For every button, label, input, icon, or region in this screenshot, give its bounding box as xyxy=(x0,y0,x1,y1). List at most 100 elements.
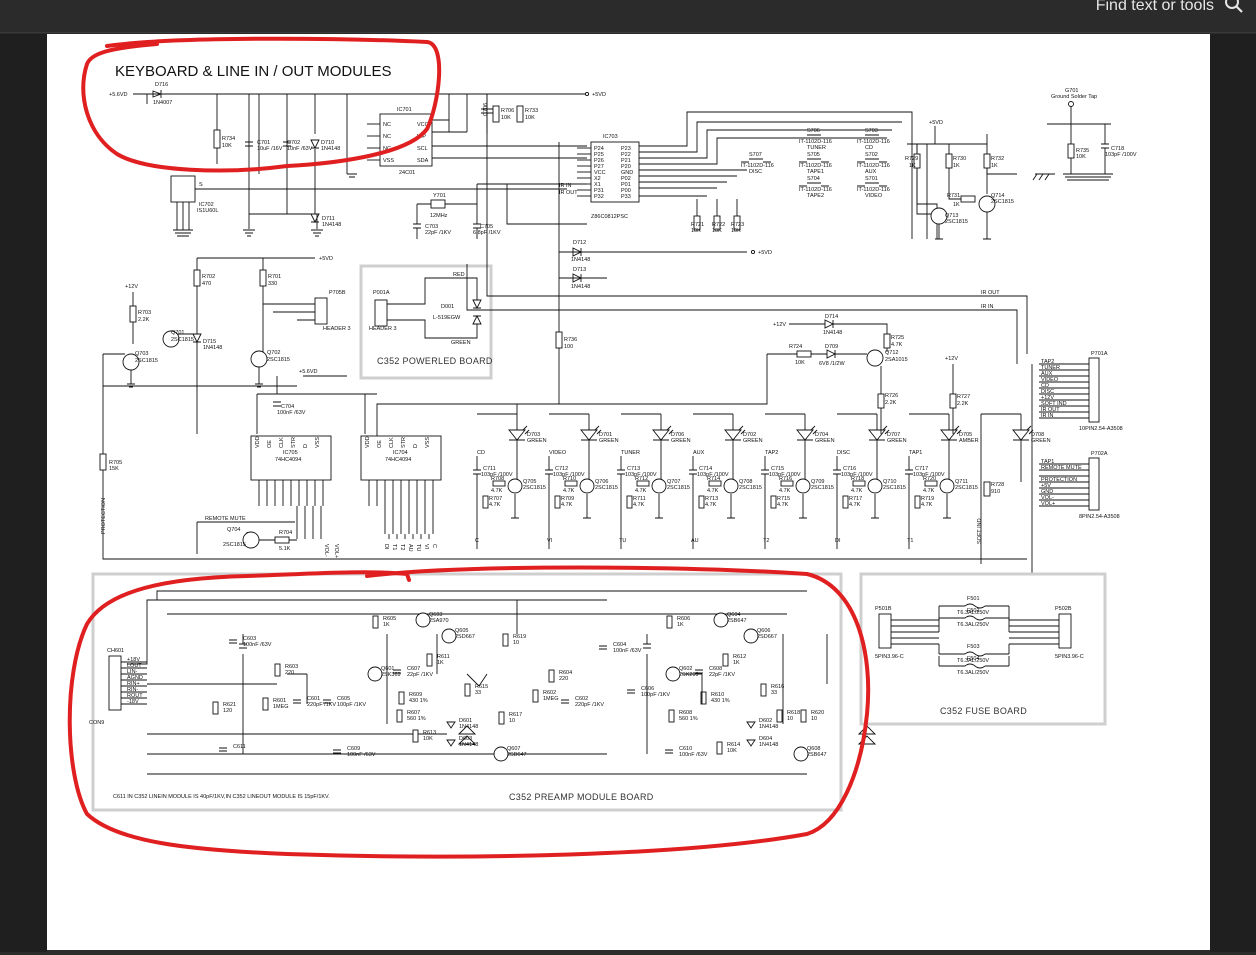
label-r722: R722 xyxy=(712,222,725,228)
preamp-part-value: 1K xyxy=(677,622,684,628)
resistor-r730 xyxy=(945,153,953,169)
annotation-circle-title xyxy=(81,36,442,173)
cap-label: C711 xyxy=(483,466,496,472)
value-c701: 10uF /16V xyxy=(257,146,283,152)
connector-signal: VOL- xyxy=(1041,495,1054,501)
label-d710: D710 xyxy=(321,140,334,146)
value-r736: 100 xyxy=(564,344,573,350)
connector-p702a xyxy=(1088,457,1100,511)
channel-label: TUNER xyxy=(621,450,640,456)
preamp-part-ref: C603 xyxy=(243,636,256,642)
value-ic703: Z86C0812PSC xyxy=(591,214,628,220)
preamp-part-ref: Q601 xyxy=(381,666,394,672)
ground-symbol xyxy=(511,494,519,519)
resistor-ref: R716 xyxy=(779,476,792,482)
ic705-pin: VSS xyxy=(315,437,321,448)
label-r703: R703 xyxy=(138,310,151,316)
connector-ch601 xyxy=(108,655,122,711)
light-emission-icon xyxy=(954,425,962,435)
net-ir-in-right: IR IN xyxy=(981,304,994,310)
schematic-drawing: KEYBOARD & LINE IN / OUT MODULES +5.6VD … xyxy=(67,36,1137,859)
label-r723: R723 xyxy=(731,222,744,228)
ic703-pin-left: X1 xyxy=(594,182,601,188)
led-color: GREEN xyxy=(671,438,691,444)
ic705-pin: OE xyxy=(267,440,273,448)
switch-ref: S702 xyxy=(865,152,878,158)
bus-net-label: T1 xyxy=(391,544,397,550)
cap-value: 103pF /100V xyxy=(481,472,513,478)
channel-wiring xyxy=(905,454,950,549)
resistor-r717 xyxy=(842,495,849,509)
powerled-board-panel xyxy=(359,264,493,380)
resistor-ref: R710 xyxy=(563,476,576,482)
resistor-r727 xyxy=(949,393,957,409)
resistor-ref: R708 xyxy=(491,476,504,482)
resistor-value: 4.7K xyxy=(849,502,861,508)
viewer-scrollbar-track[interactable] xyxy=(1210,34,1256,952)
preamp-part-value: 430 1% xyxy=(711,698,730,704)
value-p501b: 5PIN3.96-C xyxy=(875,654,904,660)
preamp-part-value: 2SD667 xyxy=(455,634,475,640)
resistor-value: 4.7K xyxy=(489,502,501,508)
connector-signal: REMOTE MUTE xyxy=(1041,465,1082,471)
bus-tag: TU xyxy=(619,538,626,544)
switch-ref: S704 xyxy=(807,176,820,182)
preamp-part-ref: R611 xyxy=(437,654,450,660)
cap-label: C717 xyxy=(915,466,928,472)
preamp-part-ref: R603 xyxy=(285,664,298,670)
value-r731: 1K xyxy=(953,202,960,208)
label-ic702: IC702 xyxy=(199,202,214,208)
switch-ref: S703 xyxy=(865,128,878,134)
label-c704: C704 xyxy=(281,404,294,410)
capacitor-c602 xyxy=(561,699,569,704)
resistor-value: 4.7K xyxy=(561,502,573,508)
value-y701: 12MHz xyxy=(430,213,448,219)
ic703-pin-right: P02 xyxy=(621,176,631,182)
value-ic705: 74HC4094 xyxy=(275,457,301,463)
fuse-board-label: C352 FUSE BOARD xyxy=(940,706,1027,716)
preamp-part-ref: D604 xyxy=(759,736,772,742)
value-q704: 2SC1815 xyxy=(223,542,246,548)
preamp-part-value: 2SB647 xyxy=(507,752,527,758)
resistor-r724 xyxy=(796,350,812,358)
preamp-part-value: 10 xyxy=(513,640,519,646)
ground-symbol xyxy=(943,494,951,519)
value-r721: 10K xyxy=(691,228,701,234)
bus-net-label: AU xyxy=(407,544,413,552)
net-green: GREEN xyxy=(451,340,471,346)
preamp-part-ref: R606 xyxy=(677,616,690,622)
preamp-part-value: 1K xyxy=(437,660,444,666)
ic704-pin: STR xyxy=(401,437,407,448)
value-q701: 2SC1815 xyxy=(171,337,194,343)
value-q703: 2SC1815 xyxy=(135,358,158,364)
label-c706: C706 xyxy=(483,103,489,116)
switch-label: VIDEO xyxy=(865,193,883,199)
preamp-board-label: C352 PREAMP MODULE BOARD xyxy=(509,792,654,802)
find-text-or-tools-button[interactable]: Find text or tools xyxy=(1095,0,1214,14)
transistor-q604 xyxy=(713,612,729,628)
led-ref: D704 xyxy=(815,432,828,438)
channel-wiring xyxy=(689,454,734,549)
preamp-part-ref: R610 xyxy=(711,692,724,698)
preamp-part-ref: Q603 xyxy=(429,612,442,618)
resistor-r721 xyxy=(693,215,701,231)
led-color: GREEN xyxy=(527,438,547,444)
label-c702: C702 xyxy=(287,140,300,146)
resistor-r621 xyxy=(212,701,219,715)
label-c703: C703 xyxy=(425,224,438,230)
ic703-pin-right: P21 xyxy=(621,158,631,164)
switch-aux xyxy=(857,158,887,163)
value-r730: 1K xyxy=(953,163,960,169)
led-soft-ind xyxy=(1012,414,1030,454)
transistor-q711 xyxy=(939,478,955,494)
transistor-part: 2SC1815 xyxy=(955,485,978,491)
search-icon[interactable] xyxy=(1222,0,1246,16)
switch-label: AUX xyxy=(865,169,877,175)
resistor-r608 xyxy=(668,709,675,723)
capacitor-c604 xyxy=(599,645,607,650)
switch-tape1 xyxy=(799,158,829,163)
value-c704: 100nF /63V xyxy=(277,410,306,416)
value-r724: 10K xyxy=(795,360,805,366)
preamp-part-ref: Q607 xyxy=(507,746,520,752)
preamp-part-ref: Q608 xyxy=(807,746,820,752)
